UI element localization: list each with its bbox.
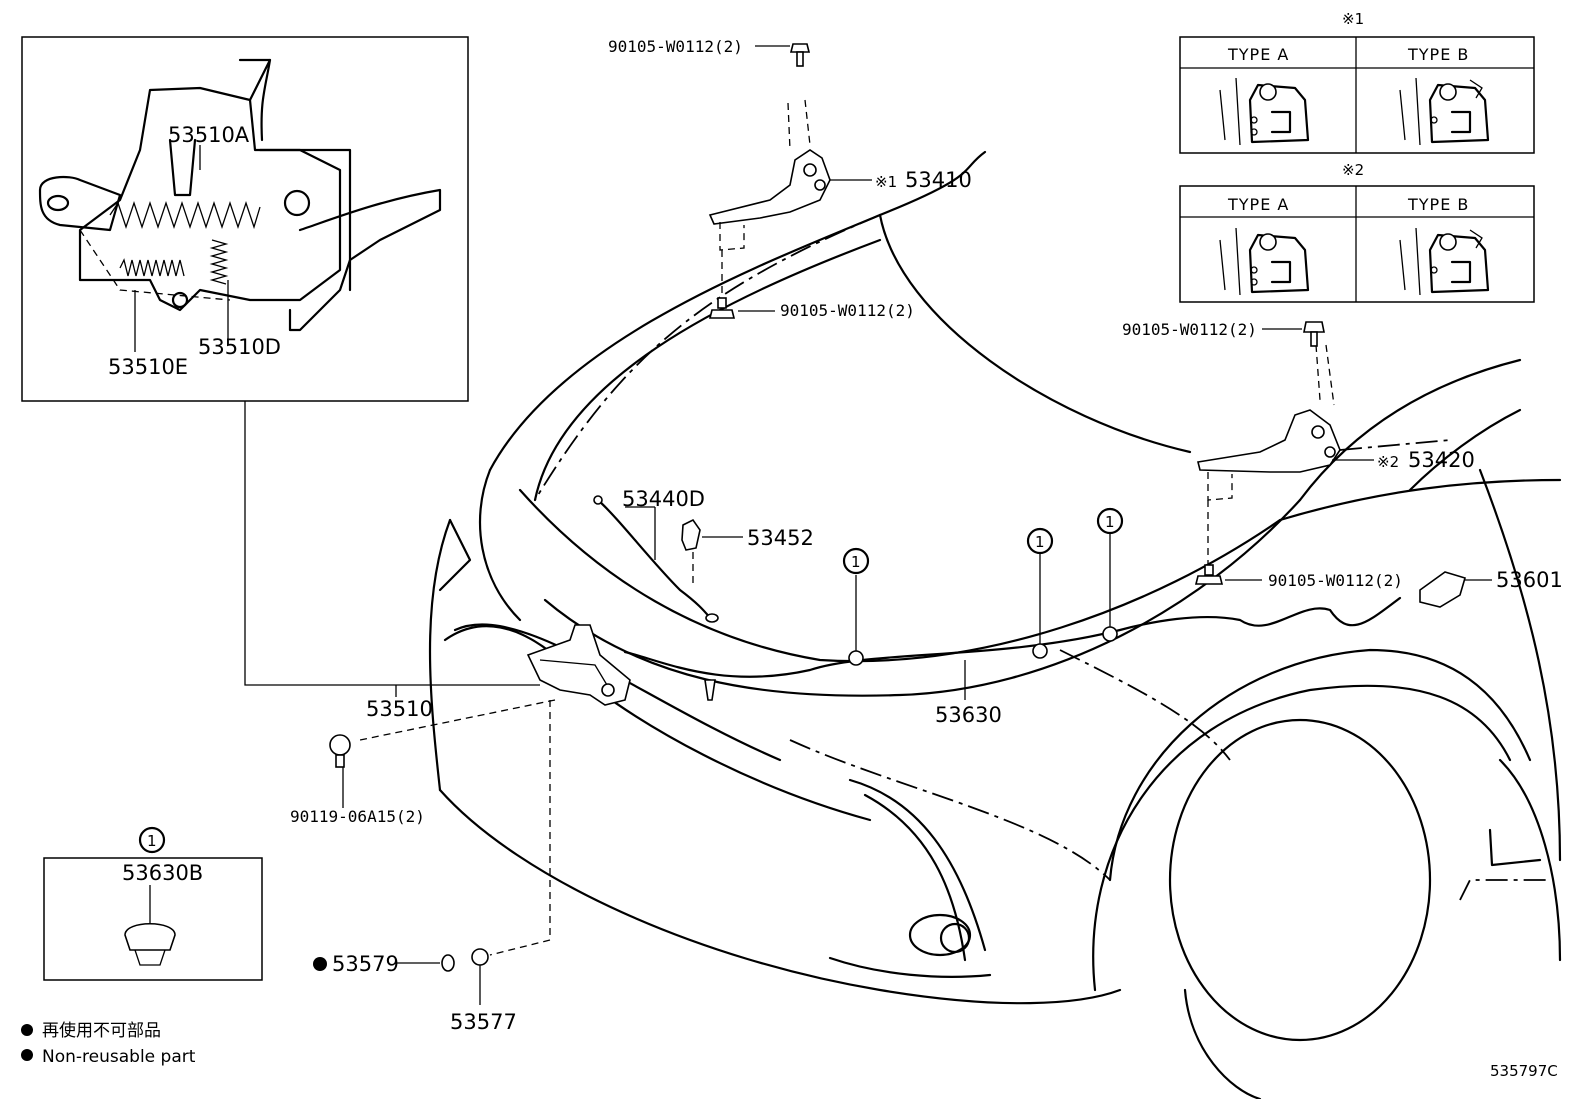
- label-90105-W0112-top: 90105-W0112(2): [608, 37, 743, 56]
- type-a-sketch: [1219, 227, 1310, 296]
- label-53510A: 53510A: [168, 123, 250, 147]
- type-a-label: TYPE A: [1227, 195, 1289, 214]
- mark-1: ※1: [875, 173, 897, 191]
- ref-circle-1: 1: [1035, 533, 1045, 551]
- support-rod-holder: 53452: [681, 518, 814, 585]
- type-table-2: ※2 TYPE A TYPE B: [1179, 161, 1535, 303]
- legend: 再使用不可部品 Non-reusable part: [21, 1020, 196, 1067]
- mark-1: ※1: [1342, 10, 1364, 28]
- legend-non-reusable-jp: 再使用不可部品: [42, 1020, 161, 1041]
- type-a-sketch: [1219, 77, 1310, 146]
- ref-circle-1: 1: [851, 553, 861, 571]
- ref-circle-1: 1: [1105, 513, 1115, 531]
- clamp-inset: 1 53630B: [43, 826, 263, 981]
- legend-non-reusable-en: Non-reusable part: [42, 1047, 196, 1067]
- hood-lock-assembly: 53510: [359, 624, 631, 956]
- mark-2: ※2: [1377, 453, 1399, 471]
- mark-2: ※2: [1342, 161, 1364, 179]
- hood-hinge-right: 90105-W0112(2) 90105-W0112(2) ※2 53420: [1122, 320, 1475, 590]
- label-53452: 53452: [747, 526, 814, 550]
- release-cable: 1 1 1 53630: [623, 507, 1402, 727]
- label-53420: 53420: [1408, 448, 1475, 472]
- label-53510: 53510: [366, 697, 433, 721]
- non-reusable-dot: [21, 1024, 33, 1036]
- latch-detail-inset: 53510A 53510E 53510D: [21, 36, 469, 402]
- label-53630B: 53630B: [122, 861, 203, 885]
- label-53510E: 53510E: [108, 355, 188, 379]
- type-a-label: TYPE A: [1227, 45, 1289, 64]
- latch-bolt: 90119-06A15(2): [290, 734, 425, 826]
- car-body-outline: [428, 150, 1562, 1099]
- non-reusable-dot: [21, 1049, 33, 1061]
- label-53630: 53630: [935, 703, 1002, 727]
- type-table-1: ※1 TYPE A TYPE B: [1179, 10, 1535, 154]
- type-b-label: TYPE B: [1407, 45, 1469, 64]
- label-53510D: 53510D: [198, 335, 281, 359]
- label-53410: 53410: [905, 168, 972, 192]
- label-90105-W0112-mid: 90105-W0112(2): [780, 301, 915, 320]
- release-lever: 53601: [1419, 568, 1563, 608]
- inset-connector: [244, 401, 540, 686]
- hood-support-rod: 53440D: [593, 487, 719, 623]
- label-53440D: 53440D: [622, 487, 705, 511]
- type-b-label: TYPE B: [1407, 195, 1469, 214]
- hood-hinge-left: 90105-W0112(2) 90105-W0112(2) ※1 53410: [608, 37, 972, 320]
- cushion-parts: 53579 53577: [313, 948, 517, 1034]
- label-53579: 53579: [332, 952, 399, 976]
- label-53577: 53577: [450, 1010, 517, 1034]
- label-90105-W0112-right-low: 90105-W0112(2): [1268, 571, 1403, 590]
- diagram-code: 535797C: [1490, 1062, 1558, 1080]
- label-53601: 53601: [1496, 568, 1563, 592]
- non-reusable-dot: [313, 957, 327, 971]
- ref-circle-1: 1: [147, 832, 157, 850]
- type-b-sketch: [1399, 77, 1490, 146]
- label-90119-06A15: 90119-06A15(2): [290, 807, 425, 826]
- label-90105-W0112-right-top: 90105-W0112(2): [1122, 320, 1257, 339]
- type-b-sketch: [1399, 227, 1490, 296]
